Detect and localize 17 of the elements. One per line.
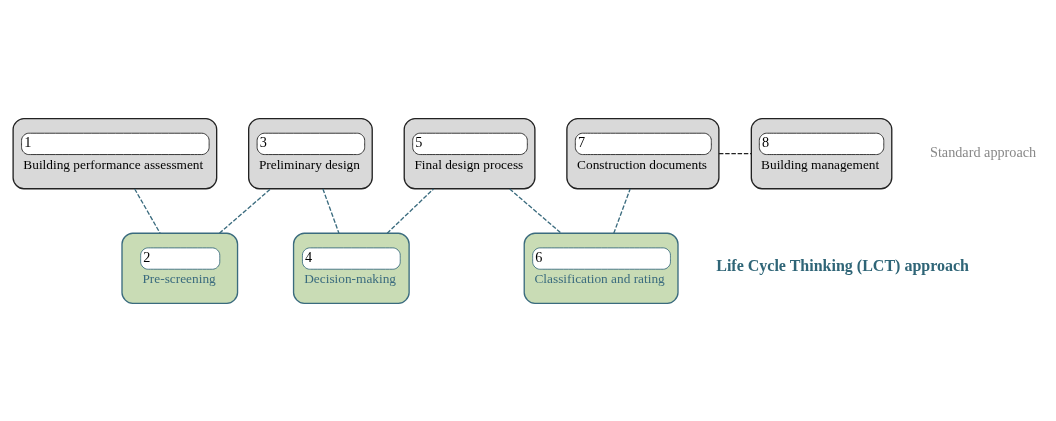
node-box: 8 Building management xyxy=(750,117,893,189)
node-box: 6 Classification and rating xyxy=(523,232,679,304)
connector xyxy=(386,187,435,234)
connector xyxy=(718,152,752,154)
label: Life Cycle Thinking (LCT) approach xyxy=(716,256,969,274)
node-box: 2 Pre-screening xyxy=(121,232,239,304)
node-box: 4 Decision-making xyxy=(292,232,410,304)
connector xyxy=(613,187,631,234)
node-box: 1 Building performance assessment xyxy=(12,117,218,189)
connector xyxy=(218,187,272,234)
label: Standard approach xyxy=(930,143,1037,160)
node-box: 5 Final design process xyxy=(403,117,536,189)
connector xyxy=(322,187,340,234)
node-box: 3 Preliminary design xyxy=(248,117,373,189)
connector xyxy=(509,187,562,234)
connector xyxy=(134,187,161,234)
node-box: 7 Construction documents xyxy=(566,117,720,189)
